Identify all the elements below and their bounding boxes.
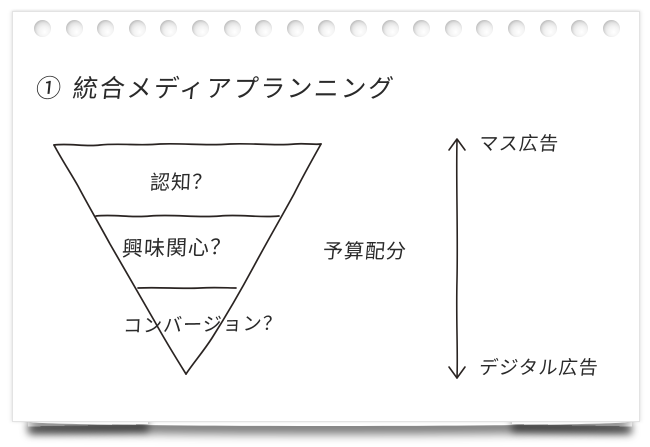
- arrow-down-head-icon: [448, 366, 466, 379]
- page-title: ① 統合メディアプランニング: [34, 74, 397, 103]
- funnel-stage-awareness: 認知？: [149, 169, 214, 195]
- binder-hole: [350, 20, 367, 37]
- arrow-up-head-icon: [448, 138, 466, 151]
- axis-bottom-label-digital-ads: デジタル広告: [477, 357, 600, 379]
- binder-hole: [160, 20, 178, 37]
- binder-hole: [602, 20, 620, 37]
- binder-hole: [539, 20, 557, 37]
- funnel-top-edge: [53, 142, 322, 147]
- binder-hole: [571, 20, 589, 37]
- funnel-left-edge: [53, 144, 187, 375]
- binder-hole: [476, 20, 494, 37]
- binder-hole: [381, 20, 399, 37]
- arrow-shaft: [455, 139, 459, 379]
- binder-hole: [318, 20, 336, 37]
- binder-hole: [413, 20, 431, 37]
- axis-top-label-mass-ads: マス広告: [477, 133, 561, 155]
- binder-hole: [223, 20, 241, 37]
- budget-axis-arrow: [448, 138, 466, 379]
- binder-hole: [192, 20, 209, 37]
- funnel-stage-conversion: コンバージョン？: [122, 312, 284, 338]
- funnel-right-edge: [185, 143, 322, 375]
- binder-hole: [34, 20, 51, 37]
- binder-hole: [286, 20, 304, 37]
- binder-hole: [128, 20, 146, 37]
- budget-allocation-label: 予算配分: [321, 239, 409, 263]
- funnel-stage-interest: 興味関心？: [121, 235, 233, 261]
- binder-hole: [444, 20, 462, 37]
- binder-hole: [508, 20, 525, 37]
- binder-hole: [255, 20, 273, 37]
- binder-holes: [13, 12, 639, 52]
- funnel-divider-2: [137, 286, 237, 290]
- binder-hole: [65, 20, 83, 37]
- binder-hole: [97, 20, 115, 37]
- funnel-divider-1: [95, 214, 280, 218]
